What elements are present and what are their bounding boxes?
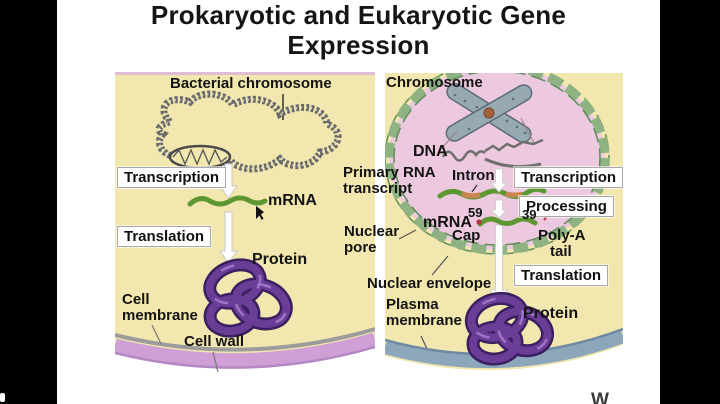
eukaryote-mrna-label: mRNA (423, 214, 472, 231)
nuclear-pore-pointer (398, 229, 417, 240)
prokaryote-top-edge (115, 72, 375, 75)
eukaryote-cell-graphic (385, 73, 623, 388)
letterbox-right (660, 0, 720, 404)
cell-membrane-label: Cell membrane (122, 291, 198, 324)
nuclear-envelope-label: Nuclear envelope (367, 275, 492, 292)
cap-label: Cap (452, 227, 481, 244)
funnel-line-right (520, 117, 536, 146)
processing-arrow (489, 199, 509, 219)
transcription-arrow (489, 168, 509, 193)
cell-wall-edge (115, 345, 375, 369)
prokaryote-cell-graphic (115, 72, 375, 384)
eukaryote-diagram (385, 73, 623, 388)
plasma-membrane-label: Plasma membrane (386, 296, 462, 329)
intron-segment-1 (460, 191, 481, 199)
outside-cell-region (385, 345, 623, 388)
primary-rna-transcript-label: Primary RNA transcript (343, 164, 435, 197)
title-line1: Prokaryotic and Eukaryotic Gene (150, 0, 567, 30)
bacterial-chromosome-label: Bacterial chromosome (170, 75, 332, 92)
funnel-line-left (440, 130, 458, 150)
prokaryote-mrna-strand (187, 195, 268, 207)
poly-a-tail-label: tail (550, 243, 572, 260)
eukaryote-protein-label: Protein (523, 305, 579, 322)
primary-transcript-strand (437, 186, 547, 200)
prokaryote-translation-step: Translation (117, 226, 212, 247)
cell-membrane-pointer (151, 324, 162, 345)
prokaryote-protein-label: Protein (252, 251, 308, 268)
mouse-cursor (256, 206, 264, 220)
three-prime-label: 39 (522, 207, 537, 222)
intron-segment-2 (505, 191, 523, 198)
prokaryote-transcription-step: Transcription (117, 167, 227, 188)
intron-pointer (471, 184, 478, 193)
cell-wall-label: Cell wall (184, 333, 245, 350)
prokaryote-diagram (115, 72, 375, 384)
cell-membrane-line (115, 327, 375, 352)
eukaryote-translation-step: Translation (514, 265, 609, 286)
corner-artifact (0, 393, 5, 402)
prokaryote-protein-graphic (203, 258, 293, 338)
five-prime-cap-mark (476, 219, 482, 225)
cell-wall-band (115, 332, 375, 369)
outside-cell-region (115, 348, 375, 384)
eukaryote-transcription-step: Transcription (514, 167, 624, 188)
five-prime-label: 59 (468, 205, 483, 220)
title-line2: Expression (287, 30, 430, 60)
poly-a-label: Poly-A (538, 227, 586, 244)
prokaryote-mrna-label: mRNA (268, 192, 317, 209)
eukaryote-protein-graphic (464, 291, 554, 366)
cell-wall-pointer (212, 351, 219, 373)
processing-step: Processing (519, 196, 614, 217)
watermark-glyph: W (591, 390, 609, 404)
nuclear-envelope-pointer (431, 255, 449, 276)
letterbox-left (0, 0, 57, 404)
centromere (483, 107, 495, 119)
translation-arrow (219, 211, 238, 264)
nuclear-envelope-outer (385, 73, 610, 255)
intron-label: Intron (452, 167, 495, 184)
page-title: Prokaryotic and Eukaryotic Gene Expressi… (57, 0, 660, 60)
chromosome-label: Chromosome (386, 74, 483, 91)
chromosome-graphic (445, 83, 533, 143)
dna-label: DNA (413, 143, 448, 160)
dna-strand-graphic (441, 138, 544, 169)
nuclear-pore-label: Nuclear pore (344, 223, 400, 256)
eukaryote-mrna-strand (477, 216, 538, 227)
